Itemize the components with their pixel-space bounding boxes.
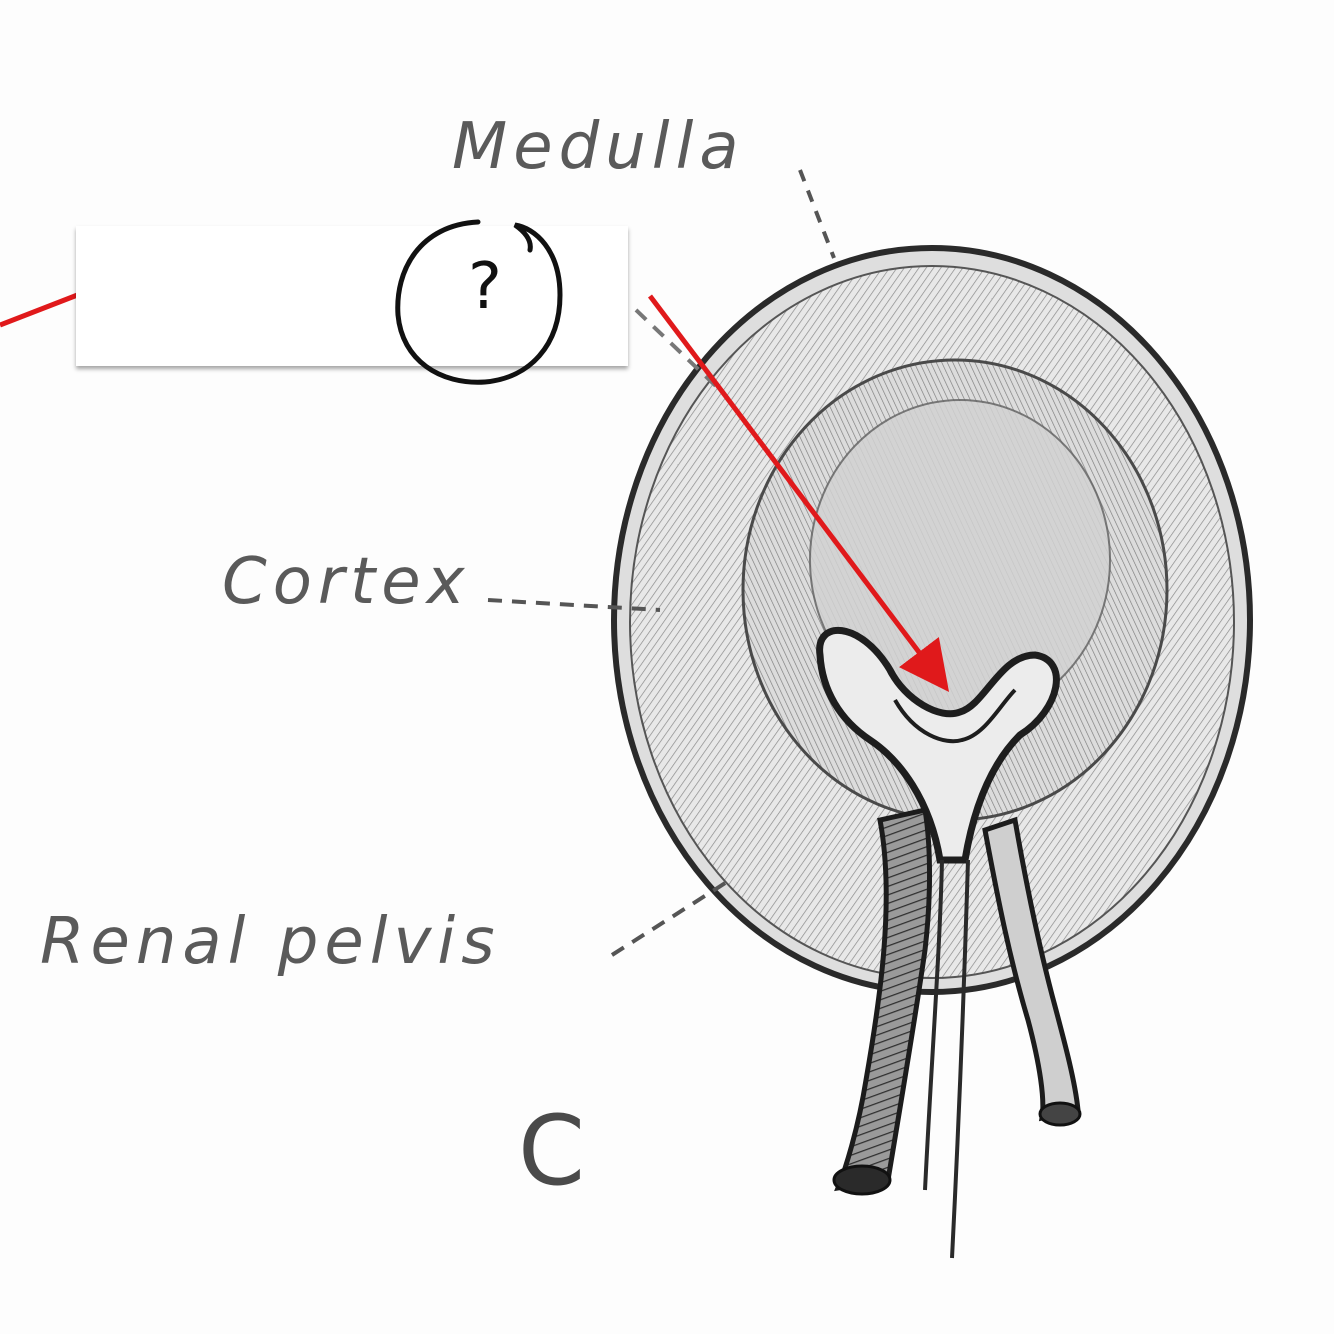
renal-vein-end (832, 1164, 892, 1196)
label-medulla: Medulla (452, 110, 745, 184)
ureter (923, 859, 970, 1259)
red-arrow (648, 294, 950, 692)
cortex-leader-line (487, 598, 661, 612)
hidden-label-leader-line (634, 308, 722, 392)
renal-sinus (816, 627, 1060, 864)
sinus-outline-inner (893, 688, 1017, 744)
figure-letter: C (518, 1095, 586, 1207)
renal-artery-end (1038, 1101, 1082, 1127)
label-renal-pelvis: Renal pelvis (40, 905, 501, 979)
label-cortex: Cortex (222, 545, 471, 619)
hidden-label-box[interactable] (76, 226, 628, 366)
medulla-leader-line (798, 169, 836, 259)
question-mark: ? (468, 250, 502, 324)
red-pointer-line-left (0, 291, 81, 328)
